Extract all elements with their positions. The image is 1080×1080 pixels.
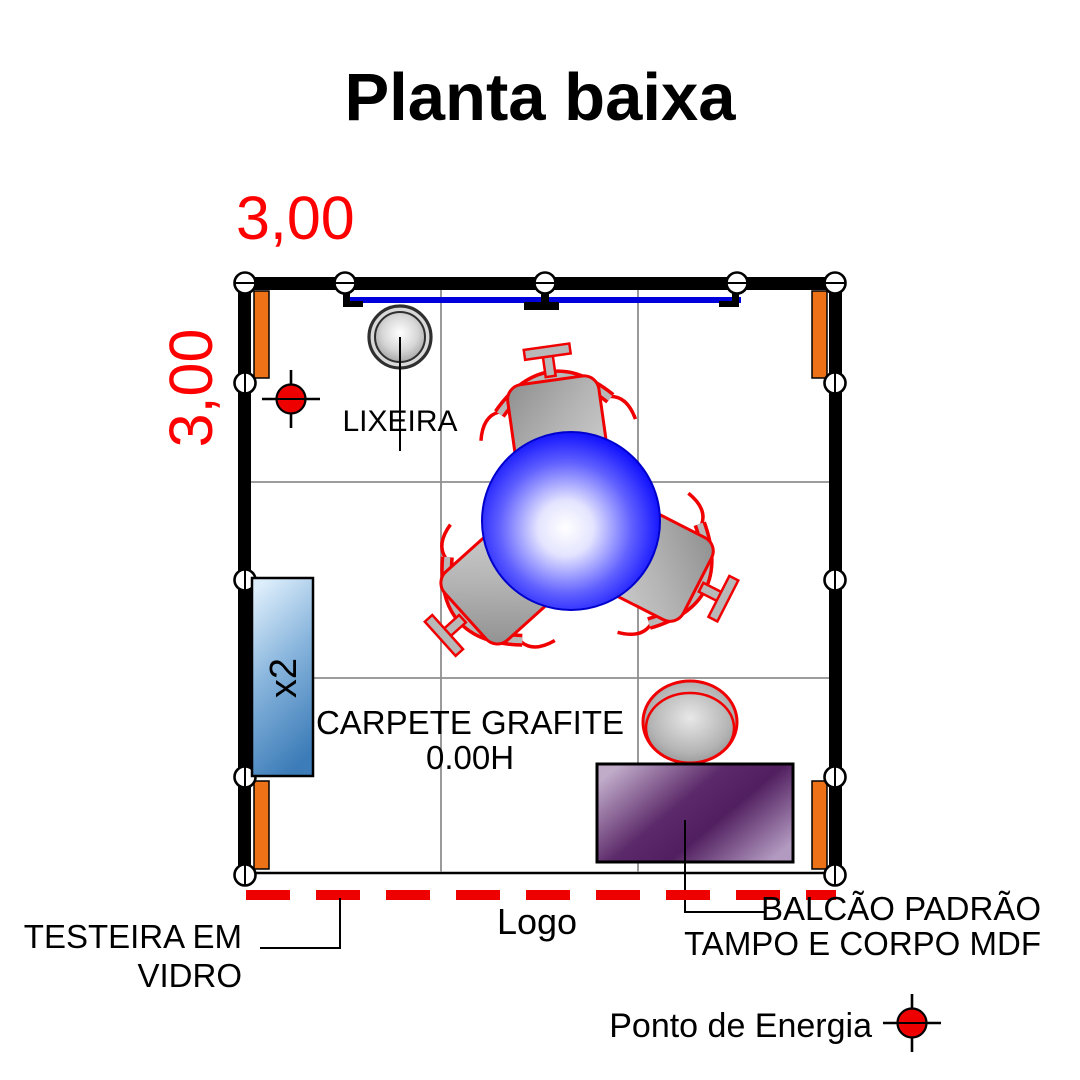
wall-node <box>233 271 257 295</box>
legend-energy-symbol <box>881 992 943 1054</box>
wall-node <box>233 863 257 887</box>
testeira-label-line1: TESTEIRA EM <box>24 918 242 955</box>
panel-bottom-left <box>253 780 270 870</box>
trash-bin <box>367 304 433 451</box>
wall-node <box>823 371 847 395</box>
counter-balcao <box>595 762 795 864</box>
panel-top-right <box>811 290 828 379</box>
carpet-label-line1: CARPETE GRAFITE <box>316 704 624 741</box>
page-title: Planta baixa <box>344 60 736 135</box>
legend-energy: Ponto de Energia <box>609 992 943 1054</box>
round-table <box>481 431 661 611</box>
wall-node <box>823 568 847 592</box>
carpet-label-line2: 0.00H <box>426 739 514 776</box>
booth-walls <box>238 277 842 875</box>
logo-label: Logo <box>497 901 577 942</box>
balcao-label-line2: TAMPO E CORPO MDF <box>684 925 1041 962</box>
balcao-label-line1: BALCÃO PADRÃO <box>761 890 1041 927</box>
counter-stool <box>641 679 739 765</box>
panel-top-left <box>253 290 270 379</box>
legend-energy-label: Ponto de Energia <box>609 1007 872 1045</box>
energy-point-symbol <box>260 368 322 430</box>
counter-leader <box>684 820 766 913</box>
wall-node <box>533 271 557 295</box>
wall-node <box>823 765 847 789</box>
wall-node <box>823 863 847 887</box>
dimension-height-label: 3,00 <box>157 329 225 448</box>
wall-light-panels <box>253 290 828 870</box>
wall-node <box>333 271 357 295</box>
wall-node <box>823 271 847 295</box>
cabinet-x2: x2 <box>250 576 315 778</box>
dimension-width-label: 3,00 <box>236 184 355 252</box>
cabinet-qty-label: x2 <box>263 658 305 698</box>
trash-bin-label: LIXEIRA <box>342 405 457 438</box>
panel-bottom-right <box>811 780 828 870</box>
testeira-label-line2: VIDRO <box>137 957 242 994</box>
testeira-leader <box>260 898 341 949</box>
wall-node <box>725 271 749 295</box>
wall-node <box>233 371 257 395</box>
meeting-set <box>388 336 763 697</box>
